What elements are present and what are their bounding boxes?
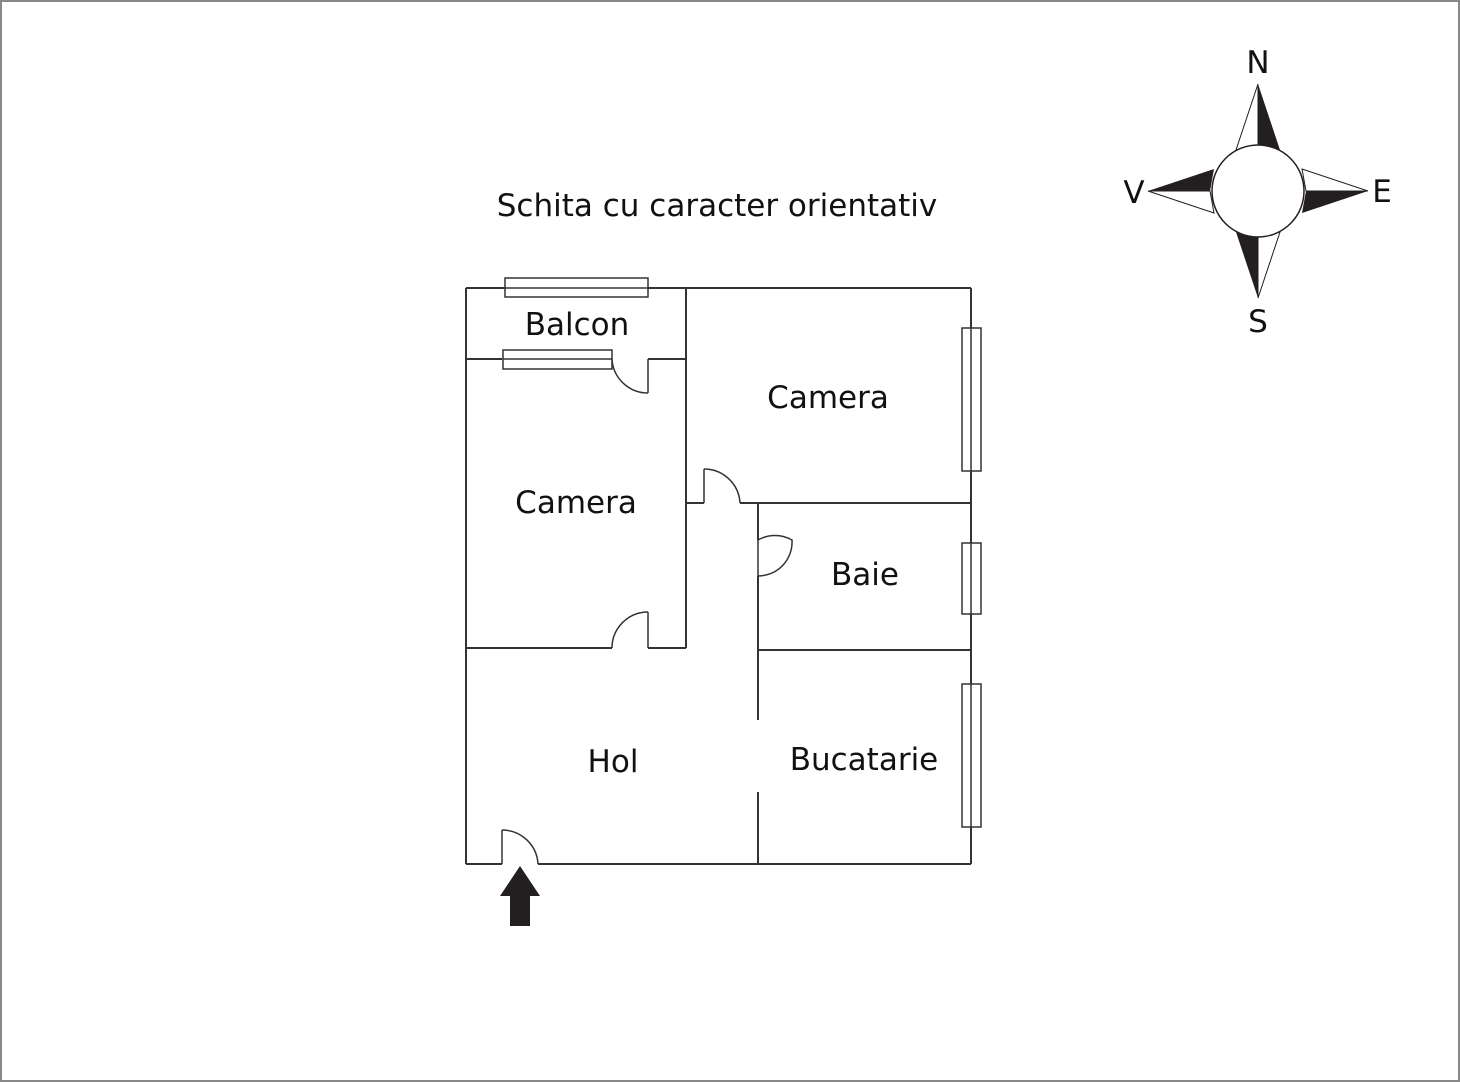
room-label-bucatarie: Bucatarie <box>790 742 939 778</box>
room-label-hol: Hol <box>588 744 639 780</box>
compass-letter-east: E <box>1372 174 1392 210</box>
compass-rose: N S V E <box>1123 45 1391 340</box>
door-balcon <box>611 358 649 394</box>
compass-south-point <box>1257 231 1281 299</box>
compass-letter-west: V <box>1123 175 1144 211</box>
arrow-up-icon <box>500 866 540 926</box>
room-label-baie: Baie <box>831 557 899 593</box>
walls <box>465 287 972 865</box>
door-camera-left <box>611 611 649 649</box>
room-label-camera-top-right: Camera <box>767 380 889 416</box>
door-entrance <box>501 829 539 865</box>
windows <box>502 277 982 828</box>
compass-west-point <box>1148 169 1214 191</box>
plan-caption: Schita cu caracter orientativ <box>497 188 938 224</box>
door-baie <box>757 534 793 577</box>
door-camera-right <box>703 468 741 504</box>
compass-east-point <box>1302 191 1368 213</box>
compass-center <box>1211 144 1305 238</box>
compass-letter-south: S <box>1248 304 1268 340</box>
doors <box>501 358 793 865</box>
room-label-camera-left: Camera <box>515 485 637 521</box>
compass-north-point <box>1235 83 1259 151</box>
compass-letter-north: N <box>1246 45 1269 81</box>
room-label-balcon: Balcon <box>525 307 630 343</box>
